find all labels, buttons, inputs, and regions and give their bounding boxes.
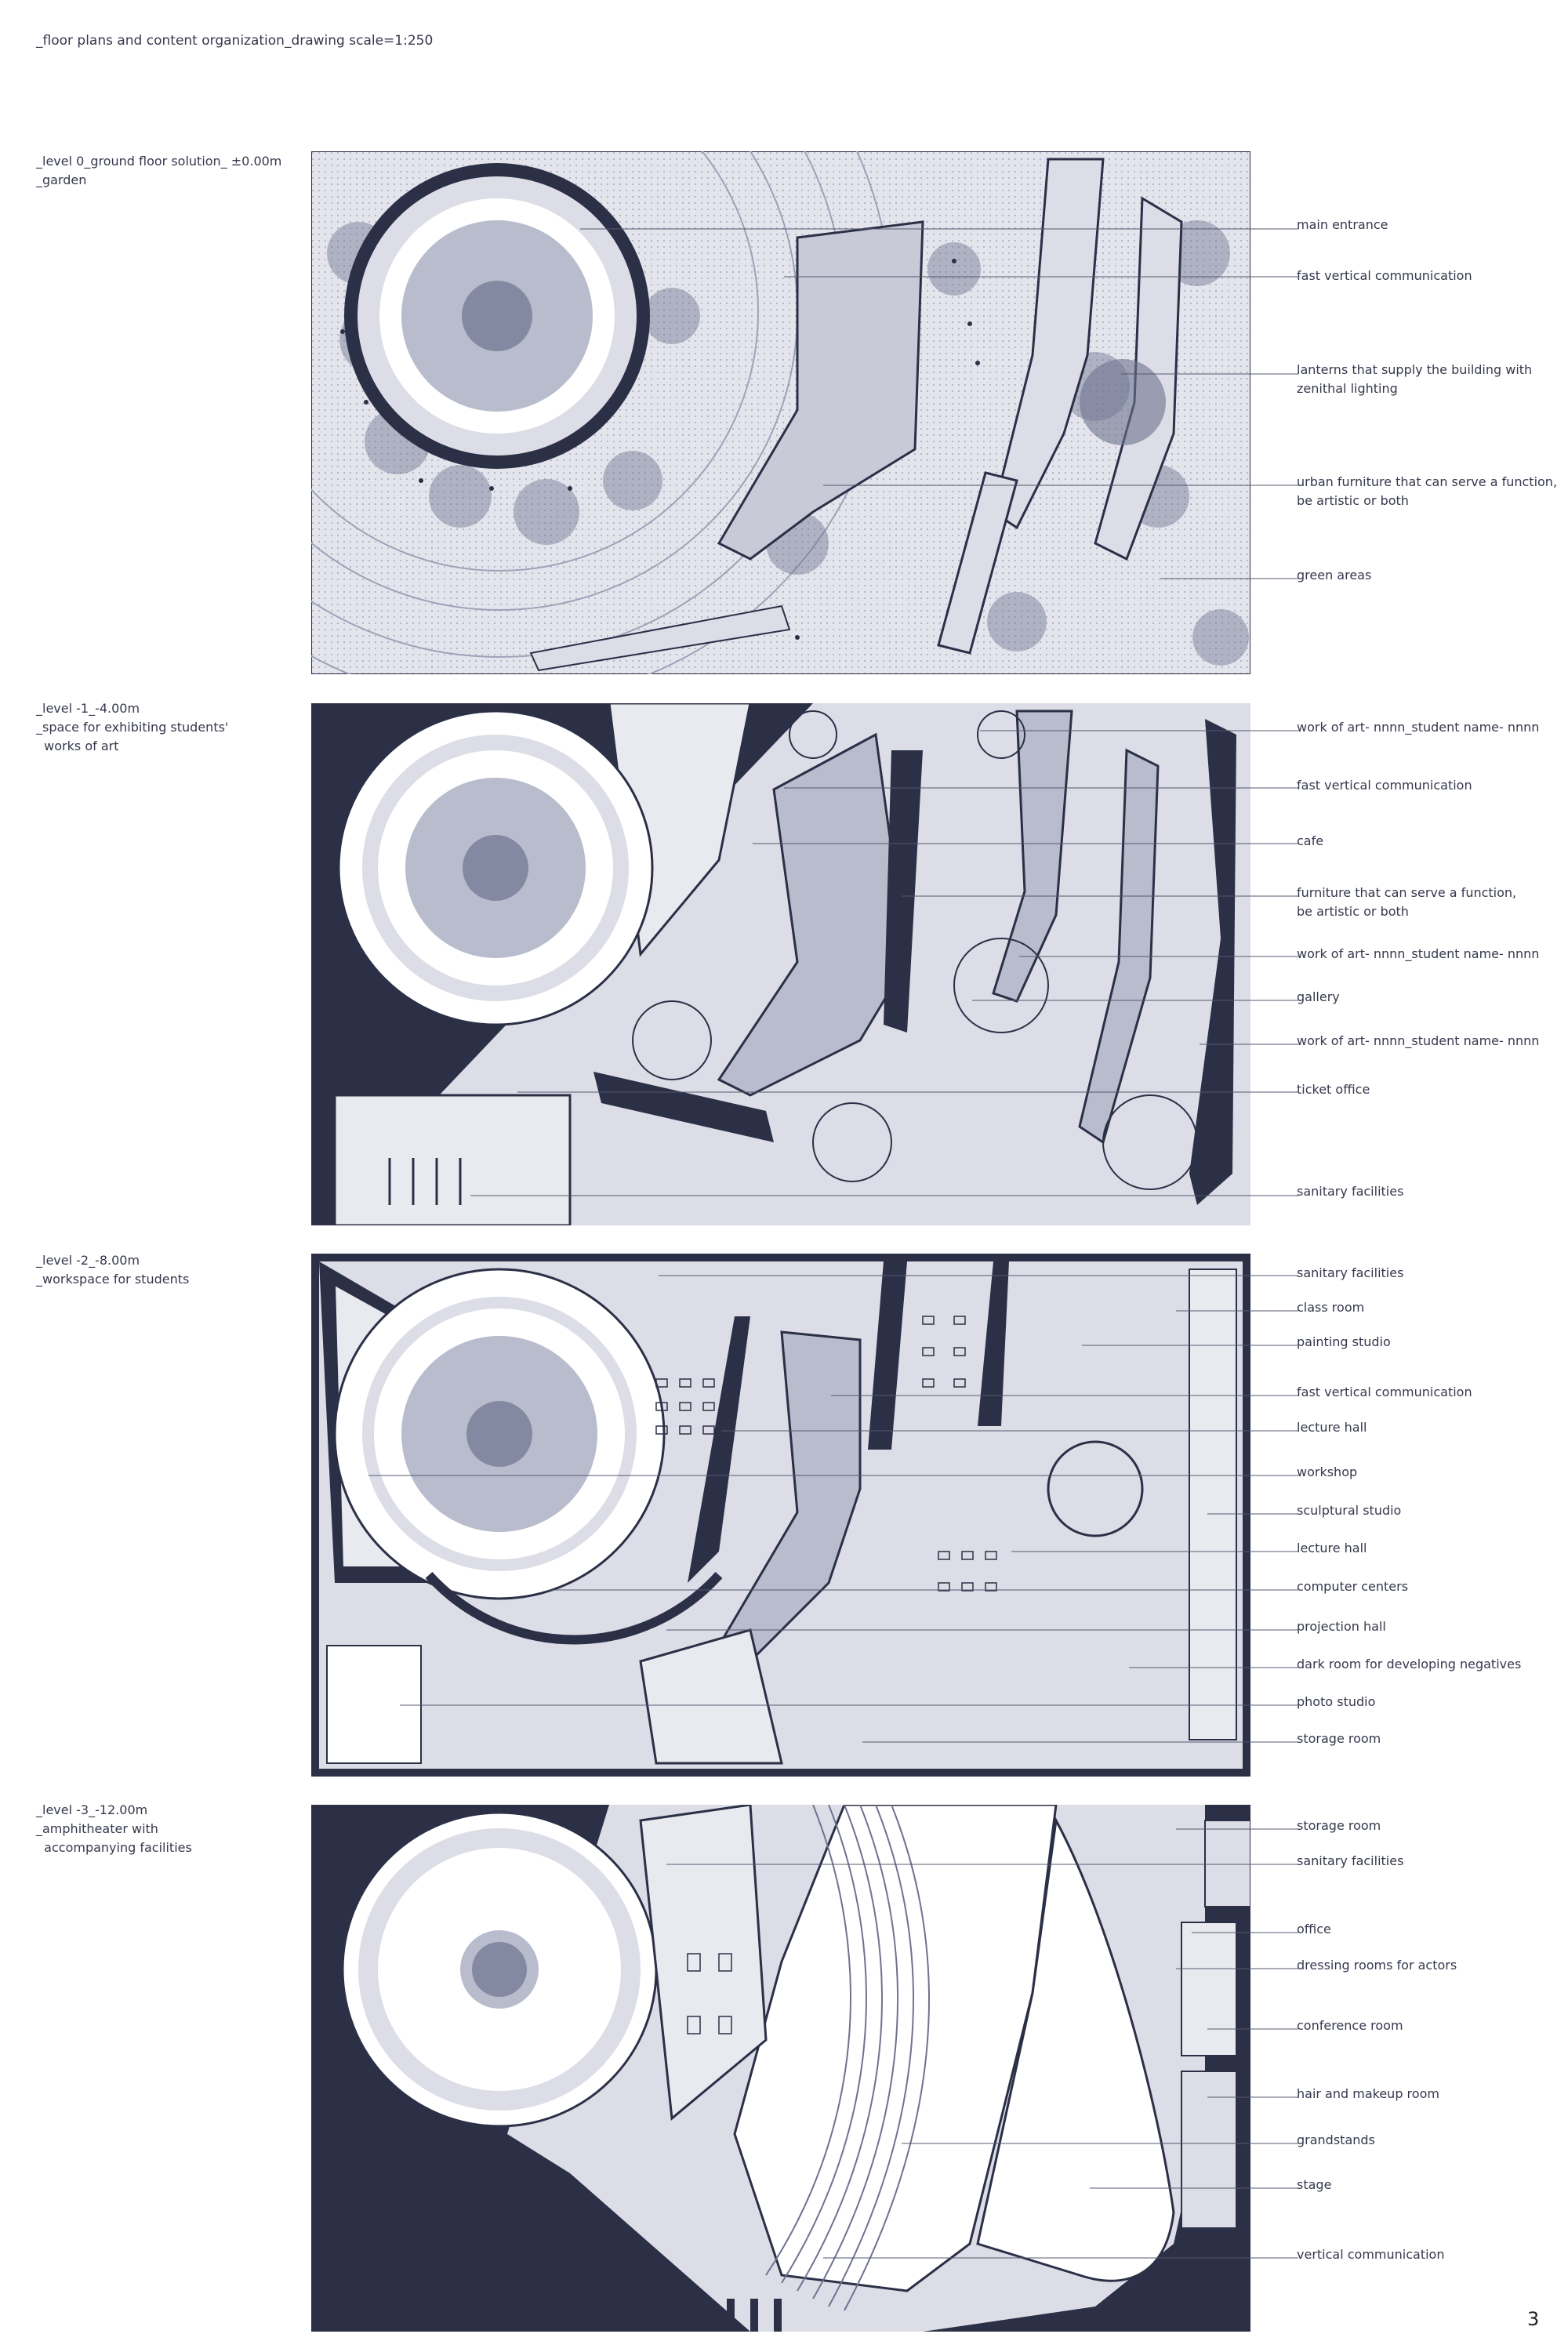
level-1-label: _level -1_-4.00m _space for exhibiting s… <box>36 699 228 756</box>
legend-item: storage room <box>1297 1818 1381 1833</box>
legend-item: hair and makeup room <box>1297 2086 1439 2101</box>
legend-item: conference room <box>1297 2018 1403 2033</box>
level-2-label-line: _workspace for students <box>36 1272 190 1287</box>
legend-item: sanitary facilities <box>1297 1184 1404 1199</box>
legend-item: gallery <box>1297 989 1340 1004</box>
level-0-label-line: _garden <box>36 172 87 187</box>
legend-item: urban furniture that can serve a functio… <box>1297 474 1558 508</box>
legend-item: cafe <box>1297 833 1324 848</box>
level-3-label: _level -3_-12.00m _amphitheater with acc… <box>36 1801 192 1857</box>
legend-item: fast vertical communication <box>1297 1385 1472 1399</box>
level-1-label-line: works of art <box>36 739 119 753</box>
legend-item: painting studio <box>1297 1334 1391 1349</box>
legend-item: projection hall <box>1297 1619 1386 1634</box>
legend-item: computer centers <box>1297 1579 1409 1594</box>
level-3-label-line: _amphitheater with <box>36 1821 158 1836</box>
legend-item: vertical communication <box>1297 2247 1445 2262</box>
level-1-label-line: _space for exhibiting students' <box>36 720 229 735</box>
legend-item: lecture hall <box>1297 1541 1367 1555</box>
level-0-floor-plan <box>311 151 1250 674</box>
level-3-plan-drawing <box>311 1805 1250 2332</box>
legend-item: work of art- nnnn_student name- nnnn <box>1297 946 1540 961</box>
level-0-label: _level 0_ground floor solution_ ±0.00m _… <box>36 152 281 190</box>
level-3-label-line: accompanying facilities <box>36 1840 192 1855</box>
legend-item: sanitary facilities <box>1297 1853 1404 1868</box>
level-1-floor-plan <box>311 703 1250 1225</box>
level-3-label-line: _level -3_-12.00m <box>36 1802 148 1817</box>
legend-item: photo studio <box>1297 1694 1376 1709</box>
sheet-title: _floor plans and content organization_dr… <box>36 33 434 49</box>
legend-item: work of art- nnnn_student name- nnnn <box>1297 720 1540 735</box>
legend-item: workshop <box>1297 1465 1358 1479</box>
level-3-floor-plan <box>311 1805 1250 2332</box>
level-2-label: _level -2_-8.00m _workspace for students <box>36 1251 189 1289</box>
legend-item: sculptural studio <box>1297 1503 1402 1518</box>
legend-item: work of art- nnnn_student name- nnnn <box>1297 1033 1540 1048</box>
legend-item: stage <box>1297 2177 1332 2192</box>
level-0-plan-drawing <box>311 151 1250 674</box>
level-2-plan-drawing <box>311 1254 1250 1777</box>
legend-item: sanitary facilities <box>1297 1265 1404 1280</box>
legend-item: fast vertical communication <box>1297 268 1472 283</box>
level-1-label-line: _level -1_-4.00m <box>36 701 140 716</box>
legend-item: lecture hall <box>1297 1420 1367 1435</box>
legend-item: office <box>1297 1922 1331 1936</box>
legend-item: fast vertical communication <box>1297 778 1472 793</box>
legend-item: dressing rooms for actors <box>1297 1958 1457 1973</box>
legend-item: furniture that can serve a function, be … <box>1297 885 1517 919</box>
legend-item: class room <box>1297 1300 1365 1315</box>
legend-item: dark room for developing negatives <box>1297 1657 1522 1671</box>
legend-item: grandstands <box>1297 2132 1375 2147</box>
level-2-floor-plan <box>311 1254 1250 1777</box>
legend-item: storage room <box>1297 1731 1381 1746</box>
level-0-label-line: _level 0_ground floor solution_ ±0.00m <box>36 154 282 169</box>
level-2-label-line: _level -2_-8.00m <box>36 1253 140 1268</box>
legend-item: ticket office <box>1297 1082 1370 1097</box>
legend-item: green areas <box>1297 568 1372 583</box>
level-1-plan-drawing <box>311 703 1250 1225</box>
page-number: 3 <box>1527 2308 1540 2330</box>
legend-item: main entrance <box>1297 217 1388 232</box>
legend-item: lanterns that supply the building with z… <box>1297 362 1533 396</box>
